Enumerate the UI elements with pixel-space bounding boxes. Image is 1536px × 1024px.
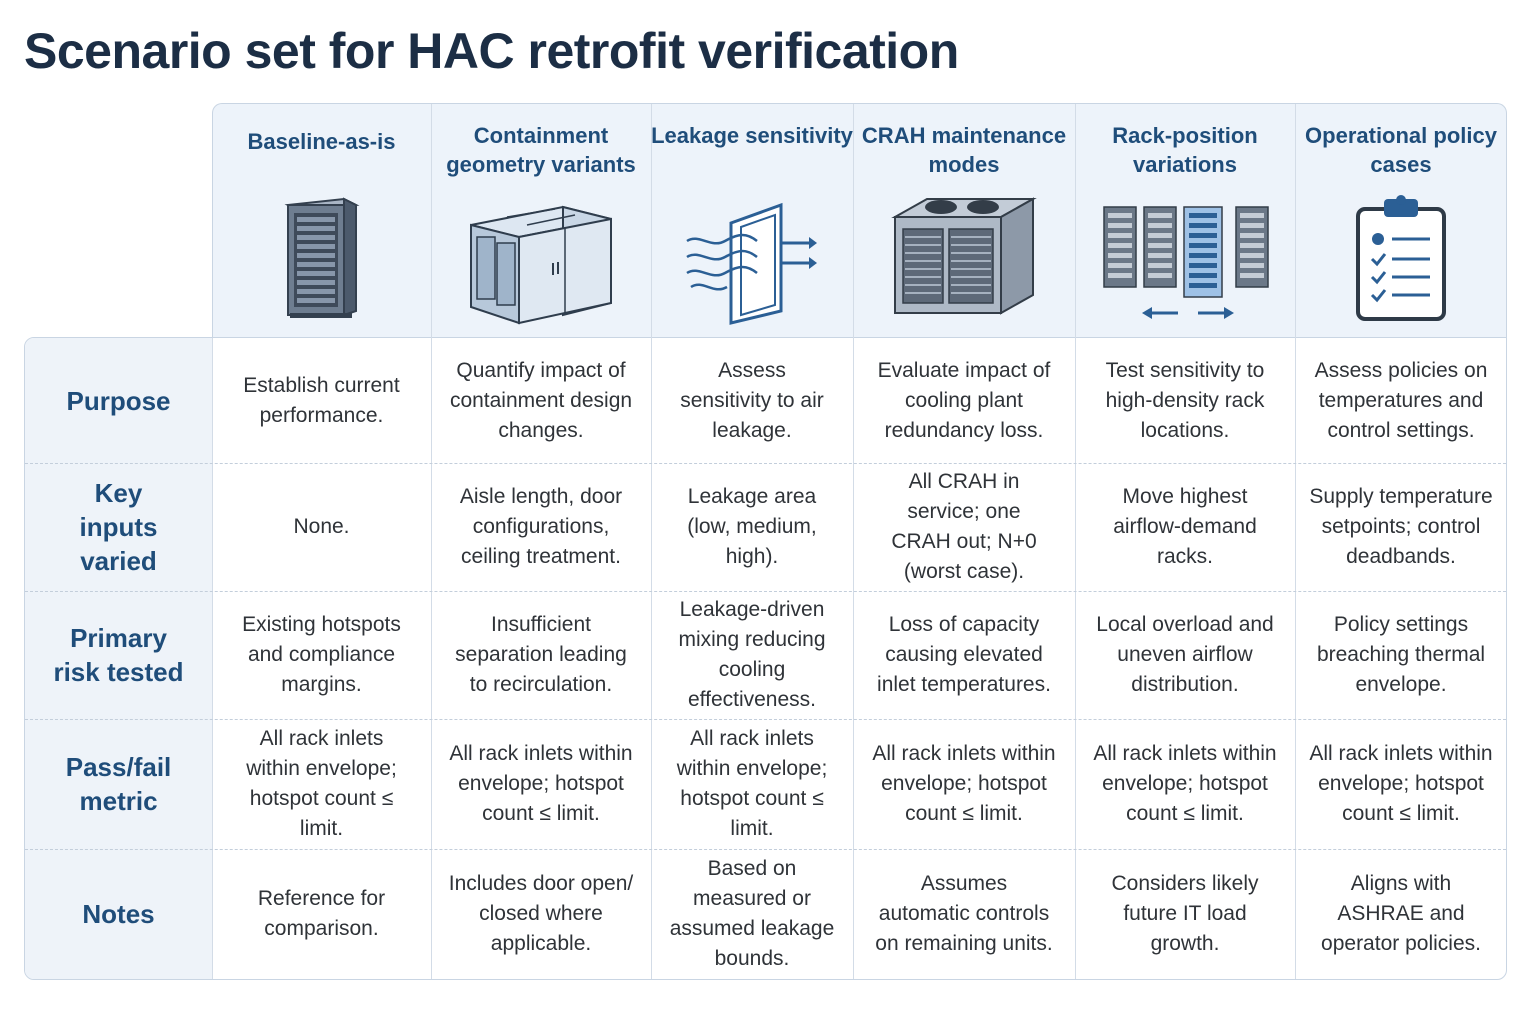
containment-pod-icon	[467, 203, 615, 330]
table-cell: Aisle length, door configurations, ceili…	[459, 485, 623, 568]
row-divider	[25, 591, 1506, 592]
table-cell: All rack inlets within envelope; hotspot…	[872, 742, 1056, 825]
door-airflow-icon	[685, 201, 819, 330]
column-title: Rack-position variations	[1112, 123, 1258, 177]
table-cell: Assess policies on temperatures and cont…	[1314, 358, 1488, 442]
column-title: Containment geometry variants	[446, 123, 636, 177]
table-cell: Leakage area (low, medium, high).	[687, 485, 817, 568]
table-cell: Supply temperature setpoints; control de…	[1309, 485, 1493, 568]
column-header-crah: CRAH maintenance modes	[853, 103, 1075, 338]
table-cell: Existing hotspots and compliance margins…	[242, 613, 401, 696]
column-header-policy: Operational policy cases	[1295, 103, 1507, 338]
column-title: Operational policy cases	[1305, 123, 1497, 177]
table-cell: Assess sensitivity to air leakage.	[680, 358, 824, 442]
table-cell: Assumes automatic controls on remaining …	[875, 872, 1053, 955]
divider	[431, 104, 432, 979]
table-cell: All rack inlets within envelope; hotspot…	[449, 742, 633, 825]
table-cell: Test sensitivity to high-density rack lo…	[1105, 358, 1265, 442]
column-header-baseline: Baseline-as-is	[212, 103, 431, 338]
rack-row-icon	[1100, 205, 1270, 328]
row-divider	[25, 849, 1506, 850]
divider	[1075, 104, 1076, 979]
table-cell: Based on measured or assumed leakage bou…	[669, 857, 835, 970]
table-cell: Aligns with ASHRAE and operator policies…	[1321, 872, 1481, 955]
row-label-column	[25, 338, 212, 979]
table-cell: All rack inlets within envelope; hotspot…	[676, 727, 828, 840]
table-cell: All rack inlets within envelope; hotspot…	[1093, 742, 1277, 825]
table-cell: None.	[293, 515, 350, 538]
row-label-key-inputs: Key inputs varied	[79, 478, 158, 576]
table-cell: Leakage-driven mixing reducing cooling e…	[678, 598, 826, 711]
column-header-containment: Containment geometry variants	[431, 103, 651, 338]
table-cell: All rack inlets within envelope; hotspot…	[1309, 742, 1493, 825]
table-cell: All rack inlets within envelope; hotspot…	[246, 727, 397, 840]
table-cell: Evaluate impact of cooling plant redunda…	[877, 358, 1051, 442]
row-label-pass-fail: Pass/fail metric	[65, 752, 172, 816]
row-divider	[25, 463, 1506, 464]
table-cell: Quantify impact of containment design ch…	[449, 358, 633, 442]
divider	[651, 104, 652, 979]
table-cell: Move highest airflow-demand racks.	[1113, 485, 1257, 568]
clipboard-checklist-icon	[1354, 193, 1448, 328]
column-header-panel	[212, 103, 1507, 338]
column-header-rack-position: Rack-position variations	[1075, 103, 1295, 338]
row-label-primary-risk: Primary risk tested	[53, 623, 184, 687]
column-title: Baseline-as-is	[247, 129, 396, 154]
divider	[1295, 104, 1296, 979]
table-cell: All CRAH in service; one CRAH out; N+0 (…	[891, 470, 1037, 583]
column-header-leakage: Leakage sensitivity	[651, 103, 853, 338]
table-cell: Insufficient separation leading to recir…	[455, 613, 627, 696]
page-title: Scenario set for HAC retrofit verificati…	[24, 23, 959, 79]
divider	[212, 338, 213, 979]
row-divider	[25, 719, 1506, 720]
table-cell: Includes door open/ closed where applica…	[448, 872, 634, 955]
divider	[853, 104, 854, 979]
column-title: CRAH maintenance modes	[861, 123, 1067, 177]
row-label-notes: Notes	[82, 899, 155, 929]
table-cell: Loss of capacity causing elevated inlet …	[877, 613, 1051, 696]
row-label-purpose: Purpose	[66, 385, 171, 416]
column-title: Leakage sensitivity	[651, 123, 853, 148]
table-cell: Policy settings breaching thermal envelo…	[1316, 613, 1486, 696]
table-cell: Local overload and uneven airflow distri…	[1096, 613, 1274, 696]
table-body-panel	[24, 337, 1507, 980]
table-cell: Considers likely future IT load growth.	[1111, 872, 1259, 955]
table-cell: Establish current performance.	[243, 373, 400, 427]
server-rack-icon	[282, 195, 362, 326]
crah-unit-icon	[891, 197, 1037, 326]
table-cell: Reference for comparison.	[257, 887, 386, 940]
